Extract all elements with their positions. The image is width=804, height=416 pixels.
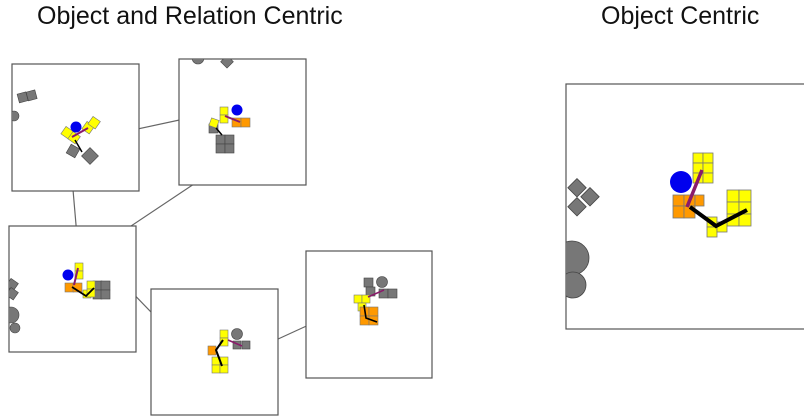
blue-ball xyxy=(70,121,82,133)
scene-frame-2 xyxy=(178,58,307,186)
left-panel-title: Object and Relation Centric xyxy=(37,2,343,30)
gray-block-group xyxy=(12,89,99,165)
object-centric-scene xyxy=(565,83,804,330)
scene-frame-4 xyxy=(150,288,279,416)
right-panel-title: Object Centric xyxy=(601,2,760,30)
scene-frame-5 xyxy=(305,250,433,379)
scene-frame-3 xyxy=(8,225,137,353)
scene-frame-1 xyxy=(11,63,140,192)
